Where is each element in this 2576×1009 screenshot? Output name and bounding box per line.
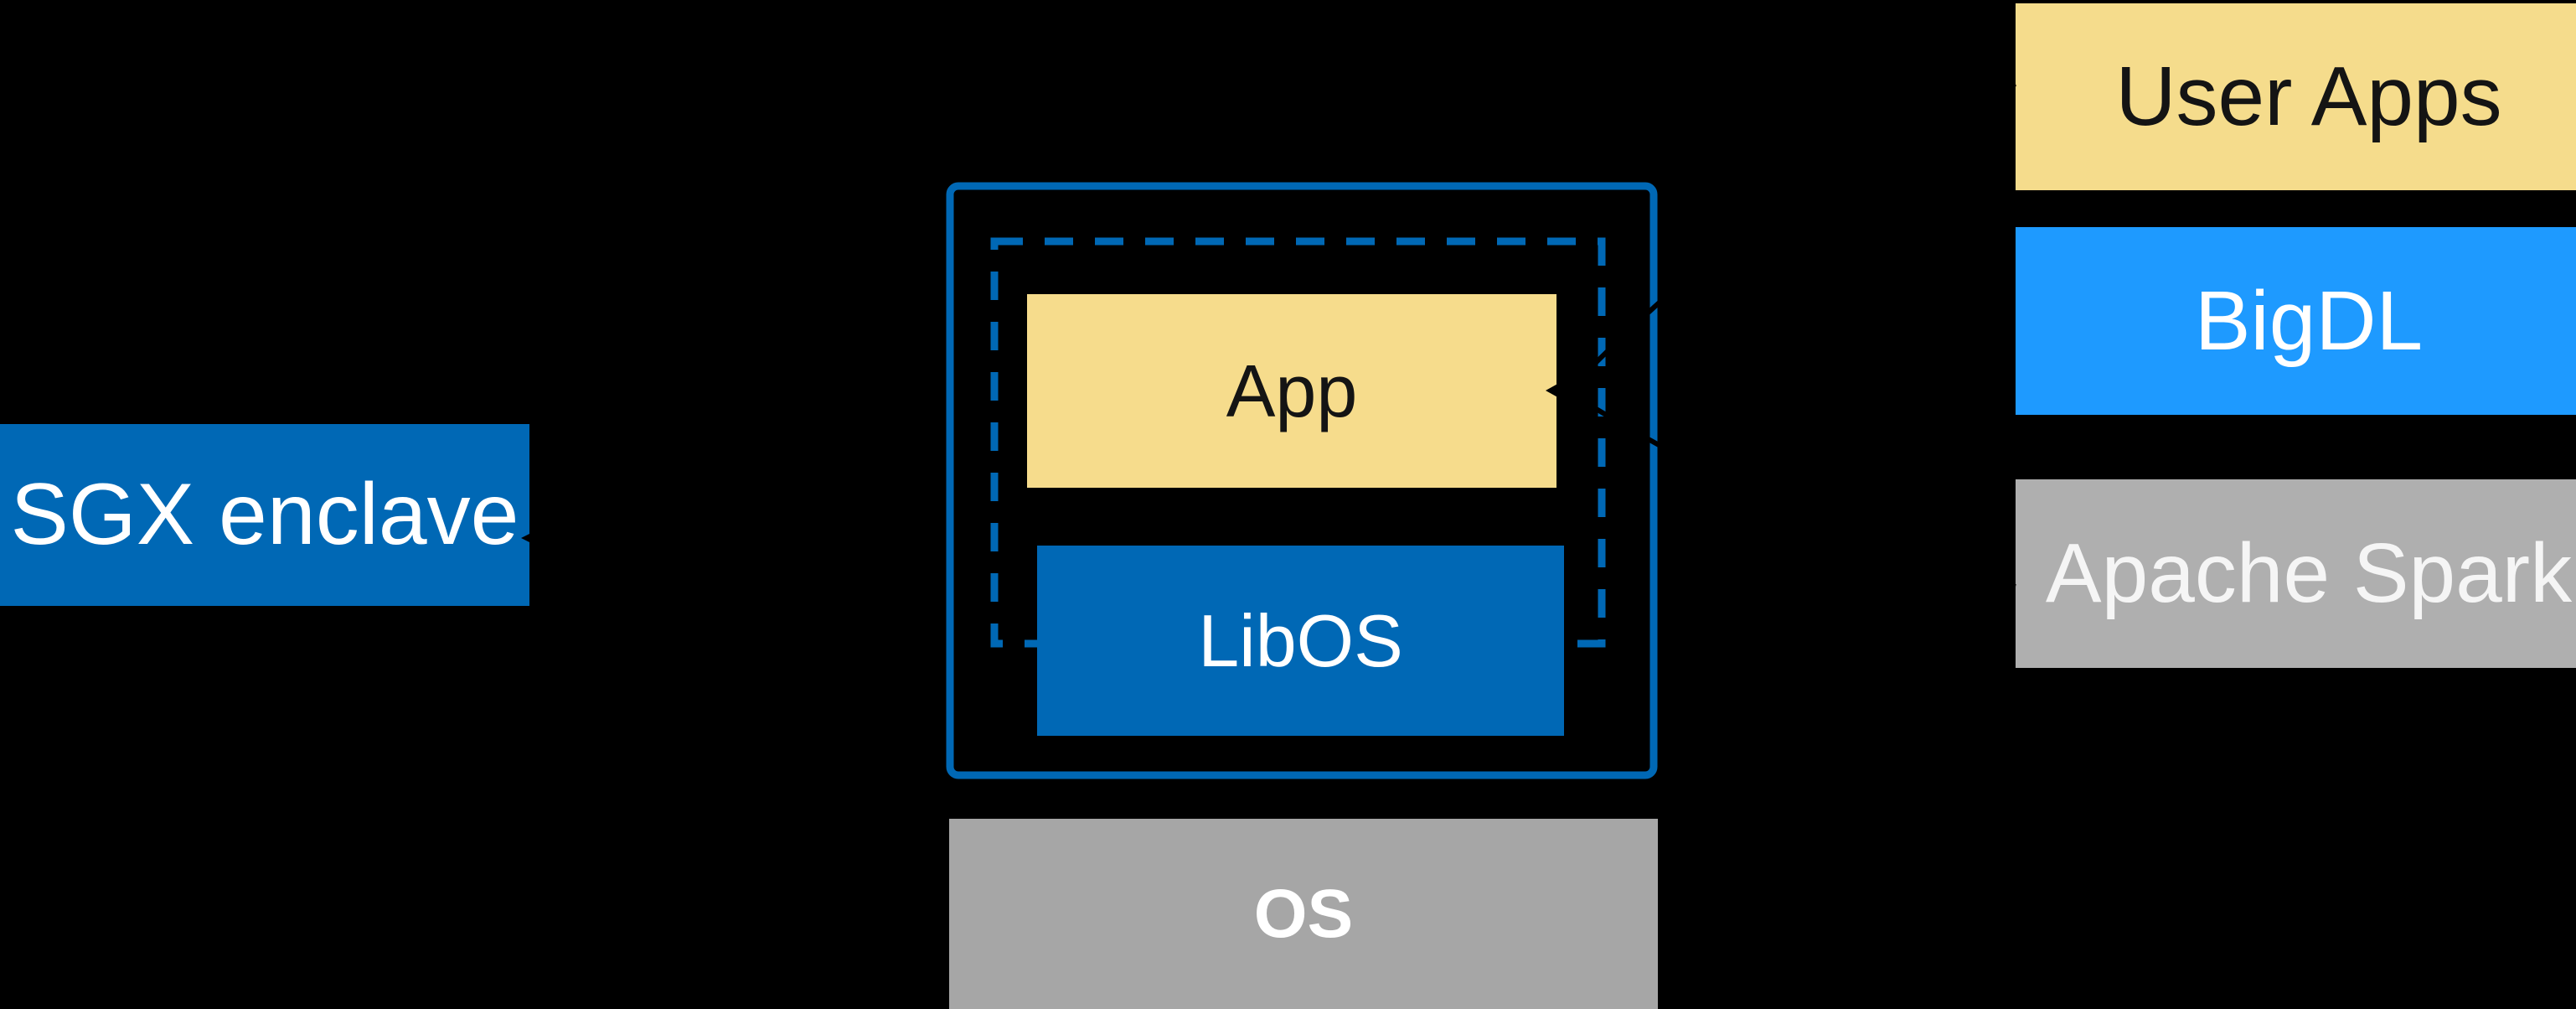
- libos-label: LibOS: [1198, 598, 1403, 682]
- apache-spark-box: Apache Spark: [2016, 479, 2576, 668]
- sgx-enclave-label-box: SGX enclave: [0, 424, 529, 606]
- apache-spark-label: Apache Spark: [2045, 526, 2573, 620]
- os-box: OS: [949, 819, 1658, 1009]
- user-apps-box: User Apps: [2016, 3, 2576, 190]
- stack-to-app-lower-line: [1570, 391, 2016, 589]
- stack-to-app-upper-line: [1569, 81, 2016, 390]
- sgx-enclave-arrow-line: [539, 536, 941, 587]
- bigdl-box: BigDL: [2016, 227, 2576, 415]
- libos-box: LibOS: [1037, 546, 1564, 736]
- os-label: OS: [1253, 875, 1354, 952]
- app-box: App: [1027, 294, 1556, 488]
- bigdl-label: BigDL: [2194, 273, 2424, 368]
- user-apps-label: User Apps: [2115, 49, 2502, 143]
- sgx-enclave-label: SGX enclave: [10, 466, 519, 563]
- app-label: App: [1226, 349, 1358, 432]
